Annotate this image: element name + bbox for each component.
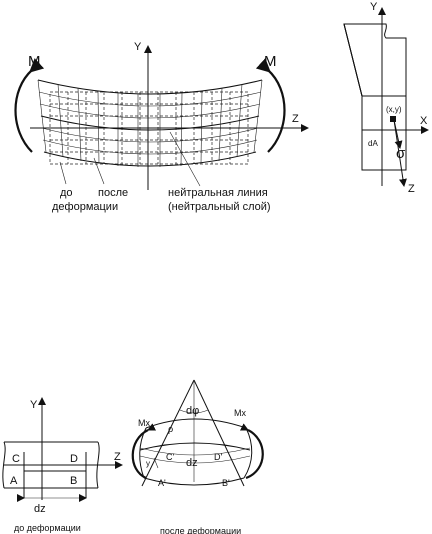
point-a-prime: A' bbox=[158, 478, 166, 488]
axis-z-label: Z bbox=[292, 113, 299, 125]
radius-line-right bbox=[193, 379, 245, 487]
point-c-label: C bbox=[12, 453, 20, 465]
area-element bbox=[390, 116, 396, 122]
moment-right-label: M bbox=[264, 53, 277, 70]
label-after: после bbox=[98, 187, 128, 199]
point-b-label: B bbox=[70, 475, 77, 487]
leader-before bbox=[59, 161, 67, 185]
label-before-2: деформации bbox=[52, 201, 118, 213]
element-axis-y-label: Y bbox=[30, 399, 38, 411]
deformed-moment-left: Mx bbox=[138, 418, 150, 428]
undeformed-element-figure: Y Z C D A B dz до деформации bbox=[2, 397, 123, 533]
point-b-prime: B' bbox=[222, 478, 230, 488]
angle-arc bbox=[179, 409, 209, 414]
cross-section-figure: Y X Z (x,y) dA σ bbox=[343, 1, 429, 195]
moment-right-curve bbox=[239, 423, 264, 480]
point-c-prime: C' bbox=[166, 452, 174, 462]
caption-before: до деформации bbox=[14, 523, 81, 533]
offset-label: y bbox=[146, 459, 150, 468]
offset-marker bbox=[153, 457, 159, 469]
point-label: (x,y) bbox=[386, 105, 402, 114]
point-d-prime: D' bbox=[214, 452, 222, 462]
moment-left-curve bbox=[131, 423, 157, 480]
neutral-line-label: нейтральная линия bbox=[168, 187, 268, 199]
radius-label: ρ bbox=[168, 424, 173, 434]
caption-after: после деформации bbox=[160, 526, 241, 534]
moment-left-arrow bbox=[14, 58, 45, 153]
stress-label: σ bbox=[396, 145, 406, 162]
beam-bending-figure: M M Y Z до деформации после нейтральная … bbox=[14, 41, 309, 213]
section-axis-z bbox=[393, 119, 407, 187]
element-axis-z-label: Z bbox=[114, 451, 121, 463]
section-axis-y-label: Y bbox=[370, 1, 378, 13]
moment-right-arrow bbox=[255, 58, 286, 153]
area-label: dA bbox=[368, 139, 378, 148]
leader-after bbox=[93, 157, 105, 185]
angle-label: dφ bbox=[186, 405, 199, 417]
label-before-1: до bbox=[60, 187, 73, 199]
deformed-grid bbox=[37, 79, 263, 167]
deformed-element-figure: Mx Mx dφ ρ y C' D' A' B' dz после деформ… bbox=[131, 379, 264, 534]
axis-y-label: Y bbox=[134, 41, 142, 53]
point-a-label: A bbox=[10, 475, 18, 487]
stress-arrow bbox=[393, 119, 403, 149]
leader-neutral bbox=[169, 131, 201, 187]
section-axis-x-label: X bbox=[420, 115, 428, 127]
element-length-label: dz bbox=[34, 503, 46, 515]
radius-line-left bbox=[141, 379, 195, 487]
deformed-moment-right: Mx bbox=[234, 408, 246, 418]
section-axis-z-label: Z bbox=[408, 183, 415, 195]
deformed-length-label: dz bbox=[186, 457, 198, 469]
moment-left-label: M bbox=[28, 53, 41, 70]
neutral-layer-label: (нейтральный слой) bbox=[168, 201, 271, 213]
point-d-label: D bbox=[70, 453, 78, 465]
